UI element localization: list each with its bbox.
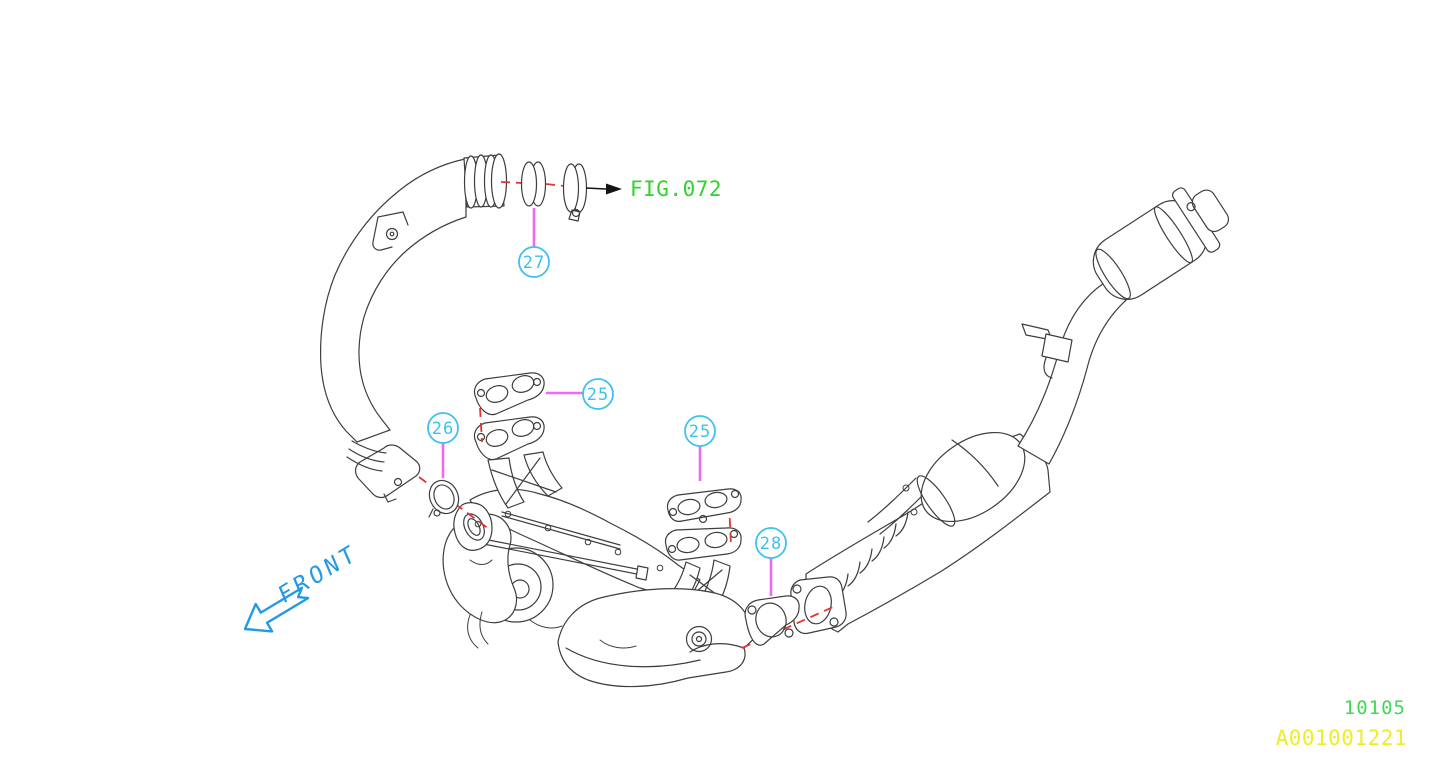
front-direction-indicator: FRONT: [243, 540, 362, 633]
callout-25-right-label[interactable]: 25: [689, 422, 711, 442]
callout-26-label[interactable]: 26: [432, 419, 454, 439]
engine-assembly: [442, 416, 758, 688]
clamp-rings: [520, 161, 588, 222]
front-arrow-icon: [243, 586, 310, 633]
callout-28-label[interactable]: 28: [760, 534, 782, 554]
callout-26[interactable]: 26: [427, 412, 459, 478]
manifold-flange-right: [664, 527, 742, 561]
hanger-bracket: [1021, 323, 1073, 379]
gasket-26-ring: [428, 479, 460, 518]
gasket-25-right: [666, 488, 742, 524]
callout-25-left-label[interactable]: 25: [587, 385, 609, 405]
pipe-bracket: [372, 211, 409, 251]
callout-27[interactable]: 27: [518, 208, 550, 278]
callout-25-right[interactable]: 25: [684, 415, 716, 481]
front-pipe-assembly: [790, 187, 1230, 635]
callout-28[interactable]: 28: [755, 527, 787, 596]
front-label: FRONT: [275, 540, 362, 610]
gasket-28: [744, 595, 800, 646]
pipe-ribbed-end: [463, 153, 508, 209]
pipe-end-flange: [354, 444, 421, 499]
manifold-flange-left: [473, 416, 545, 461]
catalog-codes: 10105 A001001221: [1276, 697, 1407, 750]
oil-pan: [557, 588, 758, 688]
fig-arrow-icon: [606, 183, 622, 195]
callout-25-left[interactable]: 25: [546, 378, 614, 410]
fig-072-reference[interactable]: FIG.072: [585, 177, 722, 201]
catalytic-converter-rear: [1092, 187, 1230, 300]
callout-27-label[interactable]: 27: [523, 253, 545, 273]
left-exhaust-pipe: [320, 153, 508, 503]
figure-number: 10105: [1344, 697, 1406, 719]
fig-reference-label[interactable]: FIG.072: [630, 177, 722, 201]
drawing-code: A001001221: [1276, 726, 1407, 750]
gasket-25-left: [473, 372, 545, 416]
